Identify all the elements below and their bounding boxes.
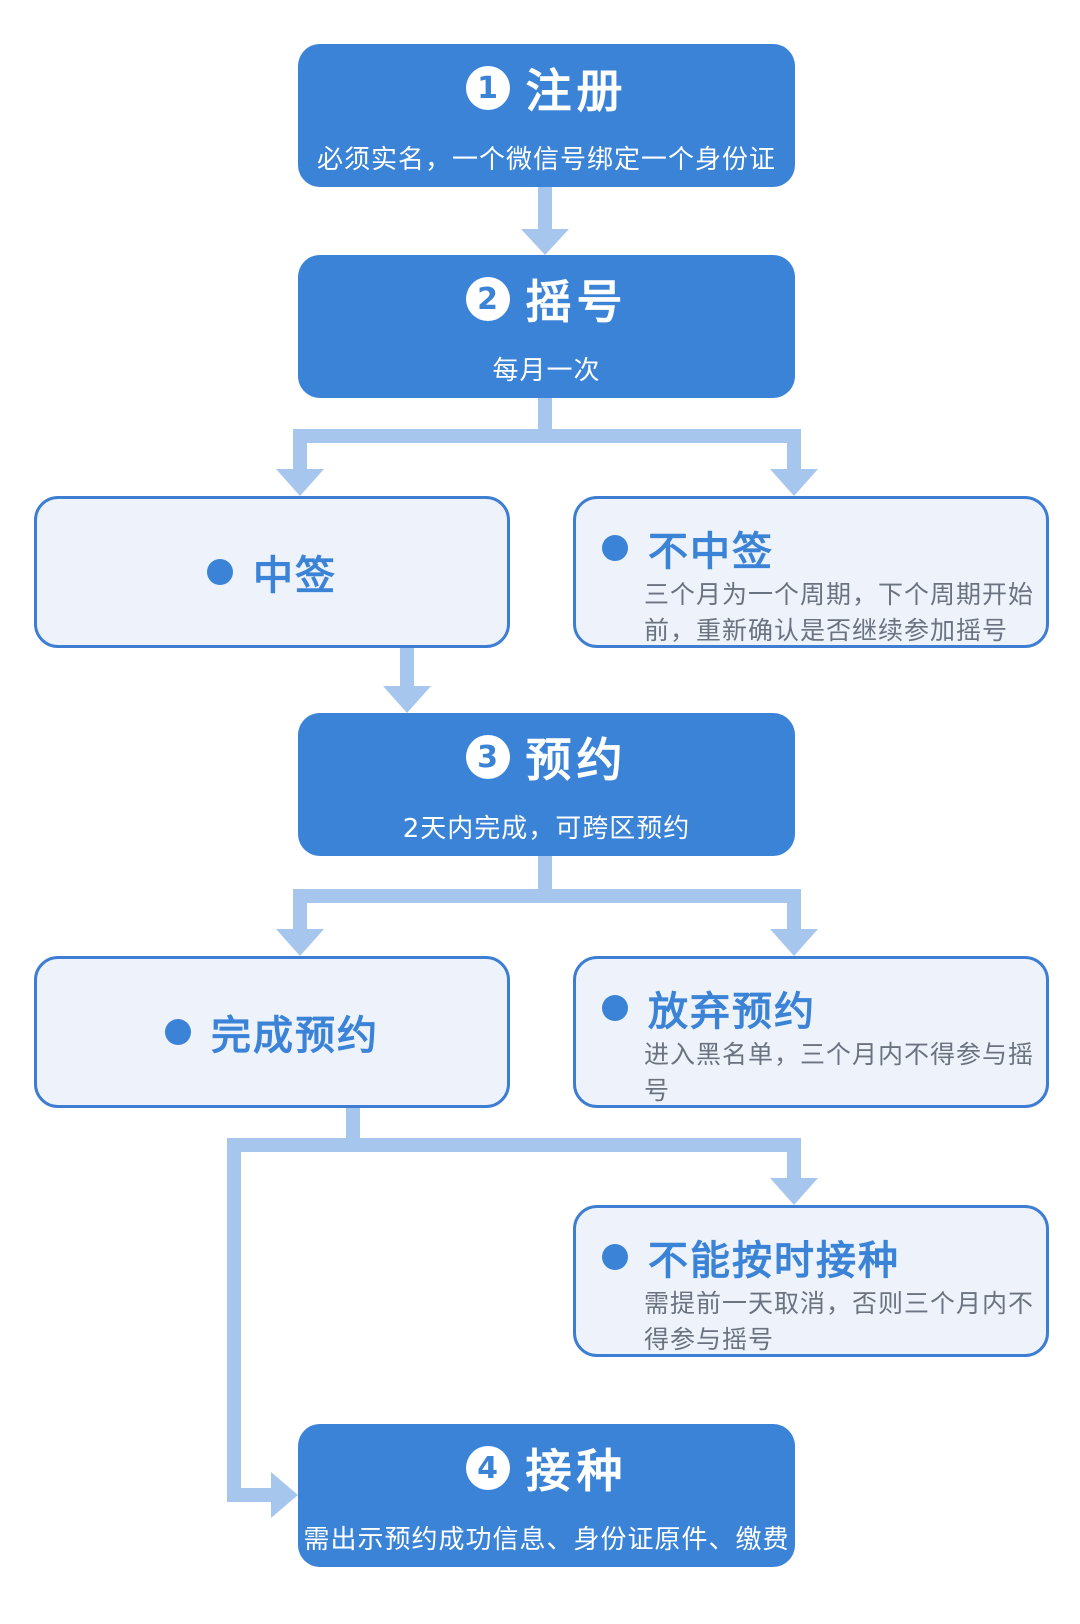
- step-description: 需出示预约成功信息、身份证原件、缴费: [303, 1525, 790, 1555]
- connector-line: [538, 396, 552, 436]
- step-number-badge: 3: [465, 735, 510, 779]
- bullet-dot-icon: [207, 559, 233, 585]
- arrow-head: [770, 1178, 818, 1205]
- step-description: 2天内完成，可跨区预约: [402, 814, 691, 844]
- outcome-title: 完成预约: [211, 1013, 379, 1059]
- outcome-description: 进入黑名单，三个月内不得参与摇号: [644, 1040, 1035, 1105]
- connector-line: [538, 187, 552, 229]
- outcome-title: 不能按时接种: [648, 1238, 900, 1284]
- arrow-head: [271, 1472, 298, 1518]
- outcome-lottery-lose: 不中签 三个月为一个周期，下个周期开始前，重新确认是否继续参加摇号: [573, 496, 1049, 648]
- connector-line: [787, 429, 801, 471]
- connector-line: [227, 1488, 273, 1502]
- outcome-title: 中签: [253, 553, 337, 599]
- connector-line: [787, 1138, 801, 1180]
- bullet-dot-icon: [165, 1019, 191, 1045]
- outcome-title: 不中签: [648, 529, 774, 575]
- outcome-description: 需提前一天取消，否则三个月内不得参与摇号: [644, 1289, 1035, 1354]
- bullet-dot-icon: [602, 1244, 628, 1270]
- step-description: 每月一次: [492, 356, 601, 386]
- connector-line: [293, 429, 801, 443]
- step-title: 注册: [525, 64, 628, 118]
- step-booking: 3 预约 2天内完成，可跨区预约: [298, 713, 795, 856]
- arrow-head: [276, 469, 324, 496]
- step-number-badge: 4: [465, 1446, 510, 1490]
- outcome-description: 三个月为一个周期，下个周期开始前，重新确认是否继续参加摇号: [644, 580, 1035, 645]
- outcome-title: 放弃预约: [648, 989, 816, 1035]
- step-lottery: 2 摇号 每月一次: [298, 255, 795, 398]
- connector-line: [787, 889, 801, 931]
- connector-line: [400, 646, 414, 688]
- arrow-head: [521, 229, 569, 255]
- outcome-booking-abandon: 放弃预约 进入黑名单，三个月内不得参与摇号: [573, 956, 1049, 1108]
- outcome-booking-done: 完成预约: [34, 956, 510, 1108]
- step-vaccination: 4 接种 需出示预约成功信息、身份证原件、缴费: [298, 1424, 795, 1567]
- connector-line: [293, 429, 307, 471]
- step-number-badge: 1: [465, 66, 510, 110]
- step-title: 接种: [525, 1444, 628, 1498]
- connector-line: [227, 1138, 801, 1152]
- bullet-dot-icon: [602, 535, 628, 561]
- bullet-dot-icon: [602, 995, 628, 1021]
- step-title: 摇号: [525, 275, 628, 329]
- arrow-head: [276, 929, 324, 956]
- step-register: 1 注册 必须实名，一个微信号绑定一个身份证: [298, 44, 795, 187]
- outcome-lottery-win: 中签: [34, 496, 510, 648]
- step-description: 必须实名，一个微信号绑定一个身份证: [316, 145, 776, 175]
- arrow-head: [770, 469, 818, 496]
- outcome-cannot-attend: 不能按时接种 需提前一天取消，否则三个月内不得参与摇号: [573, 1205, 1049, 1357]
- connector-line: [538, 856, 552, 896]
- arrow-head: [383, 686, 431, 713]
- step-title: 预约: [525, 733, 628, 787]
- step-number-badge: 2: [465, 277, 510, 321]
- connector-line: [293, 889, 801, 903]
- arrow-head: [770, 929, 818, 956]
- connector-line: [227, 1138, 241, 1502]
- connector-line: [293, 889, 307, 931]
